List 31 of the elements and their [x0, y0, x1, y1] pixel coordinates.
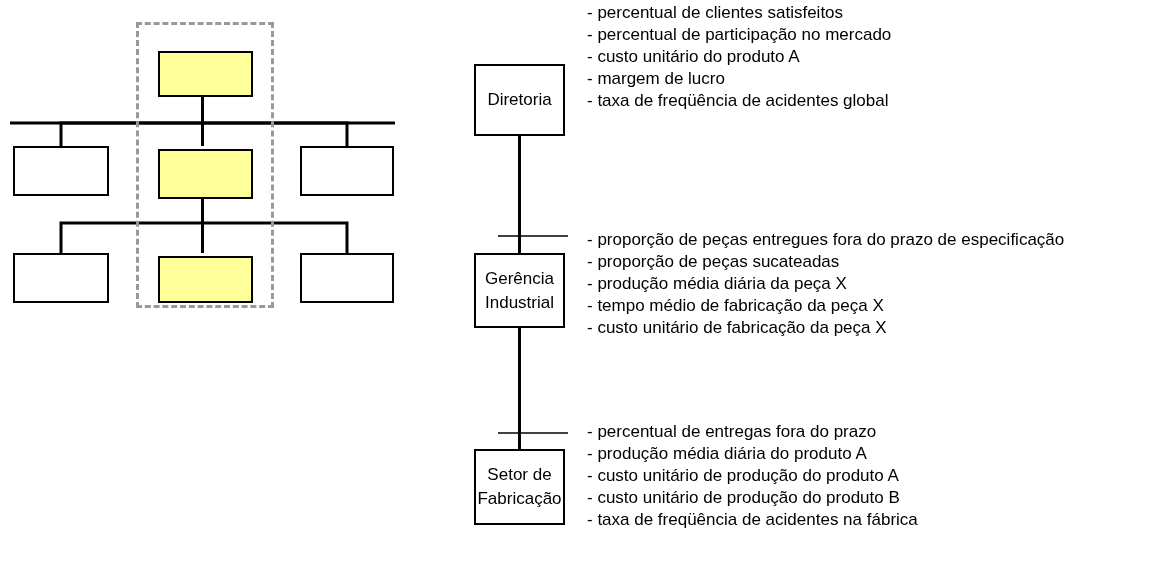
indicator-text: - custo unitário de produção do produto B: [587, 487, 901, 509]
indicator-text: - taxa de freqüência de acidentes na fábrica: [587, 509, 919, 531]
level-box: [474, 449, 565, 525]
connector-line: [518, 136, 521, 253]
indicator-text: - custo unitário do produto A: [587, 46, 801, 68]
indicator-text: - produção média diária da peça X: [587, 273, 848, 295]
indicator-text: - custo unitário de fabricação da peça X: [587, 317, 888, 339]
level-label: Diretoria: [486, 89, 553, 111]
indicator-text: - percentual de entregas fora do prazo: [587, 421, 878, 443]
level-box: [474, 253, 565, 328]
indicator-text: - proporção de peças entregues fora do prazo de especificação: [587, 229, 1066, 251]
indicator-text: - produção média diária do produto A: [587, 443, 868, 465]
indicator-text: - tempo médio de fabricação da peça X: [587, 295, 885, 317]
org-box: [158, 149, 253, 199]
indicator-text: - margem de lucro: [587, 68, 726, 90]
indicator-text: - taxa de freqüência de acidentes global: [587, 90, 890, 112]
dashed-group-frame: [136, 22, 274, 308]
connector-line: [518, 328, 521, 449]
org-box: [158, 256, 253, 303]
org-box: [300, 146, 394, 196]
level-label: Gerência Industrial: [484, 267, 555, 314]
indicator-text: - custo unitário de produção do produto A: [587, 465, 900, 487]
org-box: [300, 253, 394, 303]
org-box: [13, 253, 109, 303]
indicator-text: - percentual de participação no mercado: [587, 24, 893, 46]
indicator-text: - percentual de clientes satisfeitos: [587, 2, 845, 24]
level-label: Setor de Fabricação: [476, 464, 563, 510]
indicator-text: - proporção de peças sucateadas: [587, 251, 841, 273]
org-box: [13, 146, 109, 196]
level-box: [474, 64, 565, 136]
org-box: [158, 51, 253, 97]
